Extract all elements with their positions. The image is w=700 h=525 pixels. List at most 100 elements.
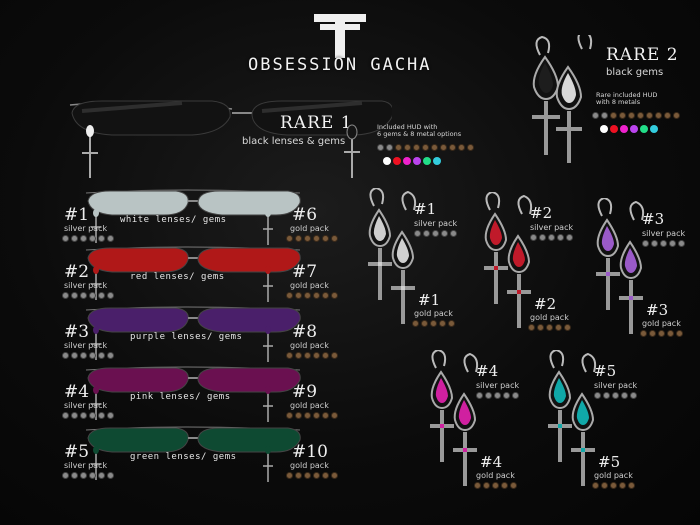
rare2-metal-swatches [592,112,680,119]
gold-metal-swatches [528,324,571,331]
silver-metal-swatches [62,412,114,419]
gold-number: #7 [292,262,318,282]
gold-metal-swatches [640,330,683,337]
gold-metal-swatches [592,482,635,489]
gold-metal-swatches [286,412,338,419]
gem-swatch [650,125,658,133]
silver-pack-label: silver pack [64,224,108,233]
rare1-label: RARE 1 [280,113,353,133]
silver-pack-label: silver pack [476,381,520,390]
item-number: 5 [606,362,617,380]
item-number: 10 [306,442,328,462]
silver-number: #5 [594,362,617,380]
rare1-earring [340,120,364,180]
rare2-subtitle: black gems [606,67,664,78]
gem-swatch [403,157,411,165]
page-title: OBSESSION GACHA [248,55,432,75]
item-number: 1 [430,291,441,309]
glasses-image [80,304,310,364]
item-number: 9 [306,382,318,402]
item-number: 3 [654,210,665,228]
gem-swatch [393,157,401,165]
variant-label: red lenses/ gems [130,272,225,282]
item-number: 4 [78,382,90,402]
silver-number: #4 [64,382,90,402]
gold-number: #1 [418,291,441,309]
gold-pack-label: gold pack [414,309,453,318]
silver-metal-swatches [62,292,114,299]
silver-number: #2 [530,204,553,222]
silver-metal-swatches [62,235,114,242]
silver-pack-label: silver pack [64,461,108,470]
variant-label: white lenses/ gems [120,215,227,225]
silver-pack-label: silver pack [64,341,108,350]
gold-metal-swatches [412,320,455,327]
rare1-hud-note: Included HUD with 6 gems & 8 metal optio… [377,123,462,139]
silver-number: #5 [64,442,90,462]
gem-swatch [620,125,628,133]
silver-number: #1 [414,200,437,218]
item-number: 4 [488,362,499,380]
gold-pack-label: gold pack [290,281,329,290]
earring-image [590,196,660,338]
gold-number: #8 [292,322,318,342]
gold-metal-swatches [286,352,338,359]
gold-pack-label: gold pack [530,313,569,322]
silver-metal-swatches [476,392,519,399]
glasses-image [80,187,310,247]
silver-number: #1 [64,205,90,225]
gold-pack-label: gold pack [290,461,329,470]
silver-pack-label: silver pack [64,281,108,290]
gem-swatch [423,157,431,165]
gold-metal-swatches [474,482,517,489]
item-number: 1 [426,200,437,218]
silver-metal-swatches [62,352,114,359]
gold-metal-swatches [286,292,338,299]
gold-number: #9 [292,382,318,402]
gold-metal-swatches [286,235,338,242]
gem-swatch [640,125,648,133]
gem-swatch [610,125,618,133]
item-number: 4 [492,453,503,471]
silver-pack-label: silver pack [414,219,458,228]
rare2-gem-swatches [600,125,658,133]
earring-image [362,186,432,328]
gold-number: #2 [534,295,557,313]
silver-number: #2 [64,262,90,282]
silver-number: #4 [476,362,499,380]
silver-pack-label: silver pack [530,223,574,232]
item-number: 1 [78,205,90,225]
gold-number: #6 [292,205,318,225]
gold-pack-label: gold pack [642,319,681,328]
item-number: 2 [542,204,553,222]
rare2-hud-note: Rare included HUD with 8 metals [596,91,657,107]
silver-metal-swatches [62,472,114,479]
item-number: 2 [546,295,557,313]
silver-metal-swatches [642,240,685,247]
rare1-subtitle: black lenses & gems [242,136,346,147]
rare2-earrings [520,29,610,165]
gold-pack-label: gold pack [290,224,329,233]
item-number: 7 [306,262,318,282]
gem-swatch [600,125,608,133]
variant-label: green lenses/ gems [130,452,237,462]
gold-metal-swatches [286,472,338,479]
gem-swatch [383,157,391,165]
silver-metal-swatches [414,230,457,237]
rare1-metal-swatches [377,144,474,151]
gem-swatch [433,157,441,165]
variant-label: purple lenses/ gems [130,332,243,342]
rare1-hud-line-2: 6 gems & 8 metal options [377,130,462,139]
silver-pack-label: silver pack [64,401,108,410]
silver-metal-swatches [594,392,637,399]
gold-number: #3 [646,301,669,319]
rare1-glasses [62,93,394,183]
silver-metal-swatches [530,234,573,241]
earring-image [424,348,494,490]
gold-number: #5 [598,453,621,471]
silver-pack-label: silver pack [594,381,638,390]
item-number: 2 [78,262,90,282]
gem-swatch [413,157,421,165]
silver-pack-label: silver pack [642,229,686,238]
